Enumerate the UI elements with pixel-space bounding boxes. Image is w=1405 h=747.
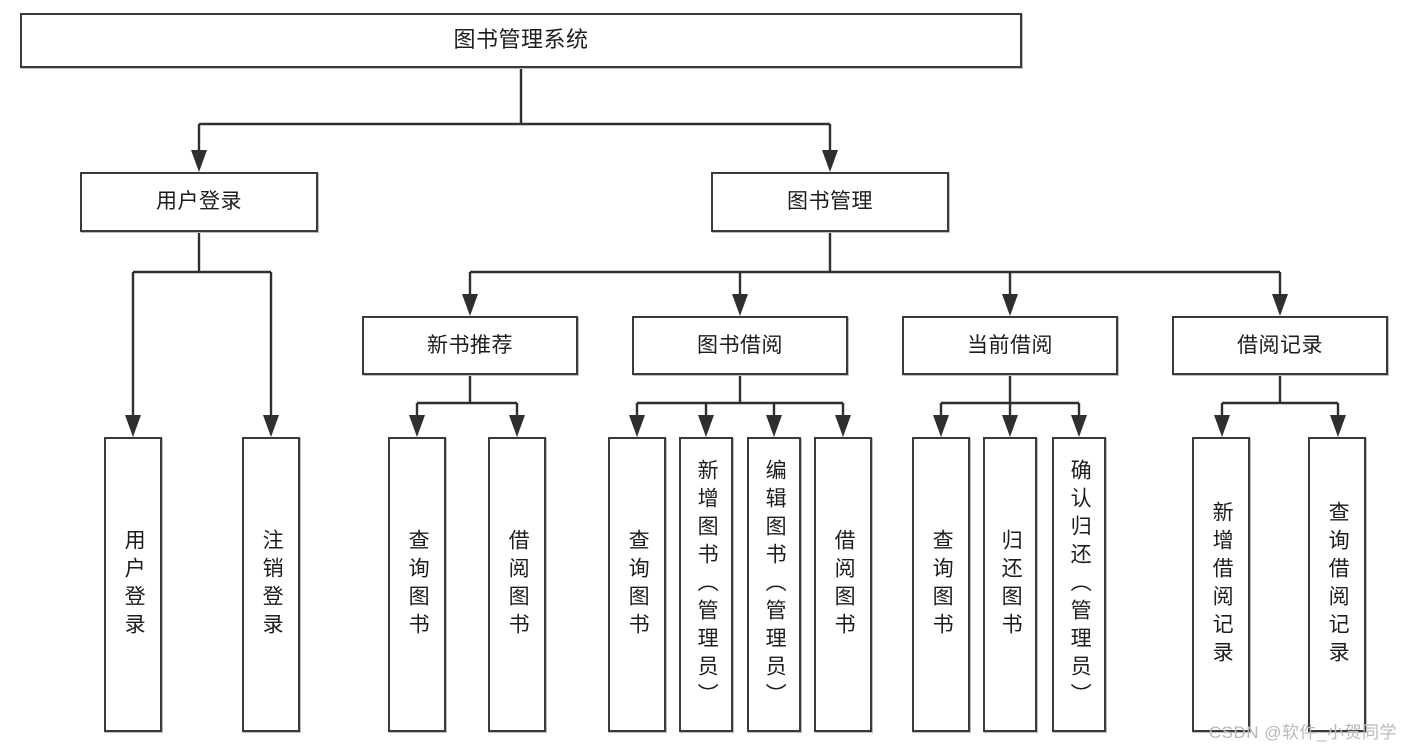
leaf-new-book-borrow-book[interactable]: 借阅图书 [488,437,546,732]
node-label: 用户登录 [122,528,146,641]
node-user-login[interactable]: 用户登录 [80,172,318,232]
node-label: 借阅图书 [832,528,856,641]
node-label: 借阅记录 [1237,333,1323,357]
node-label: 查询借阅记录 [1326,500,1350,669]
leaf-borrow-record-add-record[interactable]: 新增借阅记录 [1192,437,1250,732]
node-label: 图书管理系统 [453,27,589,53]
node-label: 新增图书（管理员） [695,458,719,711]
node-label: 当前借阅 [967,333,1053,357]
node-label: 借阅图书 [506,528,530,641]
node-root-book-management-system[interactable]: 图书管理系统 [20,13,1022,68]
watermark: CSDN @软件_小贺同学 [1208,723,1397,742]
node-label: 查询图书 [406,528,430,641]
node-label: 新书推荐 [427,333,513,357]
node-label: 编辑图书（管理员） [763,458,787,711]
node-label: 新增借阅记录 [1210,500,1234,669]
node-label: 查询图书 [626,528,650,641]
leaf-borrow-record-query-record[interactable]: 查询借阅记录 [1308,437,1366,732]
node-label: 归还图书 [999,528,1023,641]
node-label: 注销登录 [260,528,284,641]
node-current-borrow[interactable]: 当前借阅 [902,316,1118,375]
leaf-book-borrow-edit-book-admin[interactable]: 编辑图书（管理员） [747,437,801,732]
node-label: 用户登录 [156,190,242,214]
leaf-book-borrow-query-book[interactable]: 查询图书 [608,437,666,732]
node-book-management[interactable]: 图书管理 [711,172,949,232]
node-label: 确认归还（管理员） [1068,458,1092,711]
node-label: 图书管理 [787,190,873,214]
node-label: 图书借阅 [697,333,783,357]
leaf-new-book-query-book[interactable]: 查询图书 [388,437,446,732]
leaf-current-borrow-confirm-return-admin[interactable]: 确认归还（管理员） [1052,437,1106,732]
leaf-current-borrow-query-book[interactable]: 查询图书 [912,437,970,732]
node-label: 查询图书 [930,528,954,641]
node-book-borrow[interactable]: 图书借阅 [632,316,848,375]
node-new-book-recommend[interactable]: 新书推荐 [362,316,578,375]
leaf-user-login-logout[interactable]: 注销登录 [242,437,300,732]
node-borrow-record[interactable]: 借阅记录 [1172,316,1388,375]
leaf-current-borrow-return-book[interactable]: 归还图书 [983,437,1037,732]
leaf-book-borrow-borrow-book[interactable]: 借阅图书 [814,437,872,732]
leaf-book-borrow-add-book-admin[interactable]: 新增图书（管理员） [679,437,733,732]
leaf-user-login-login[interactable]: 用户登录 [104,437,162,732]
